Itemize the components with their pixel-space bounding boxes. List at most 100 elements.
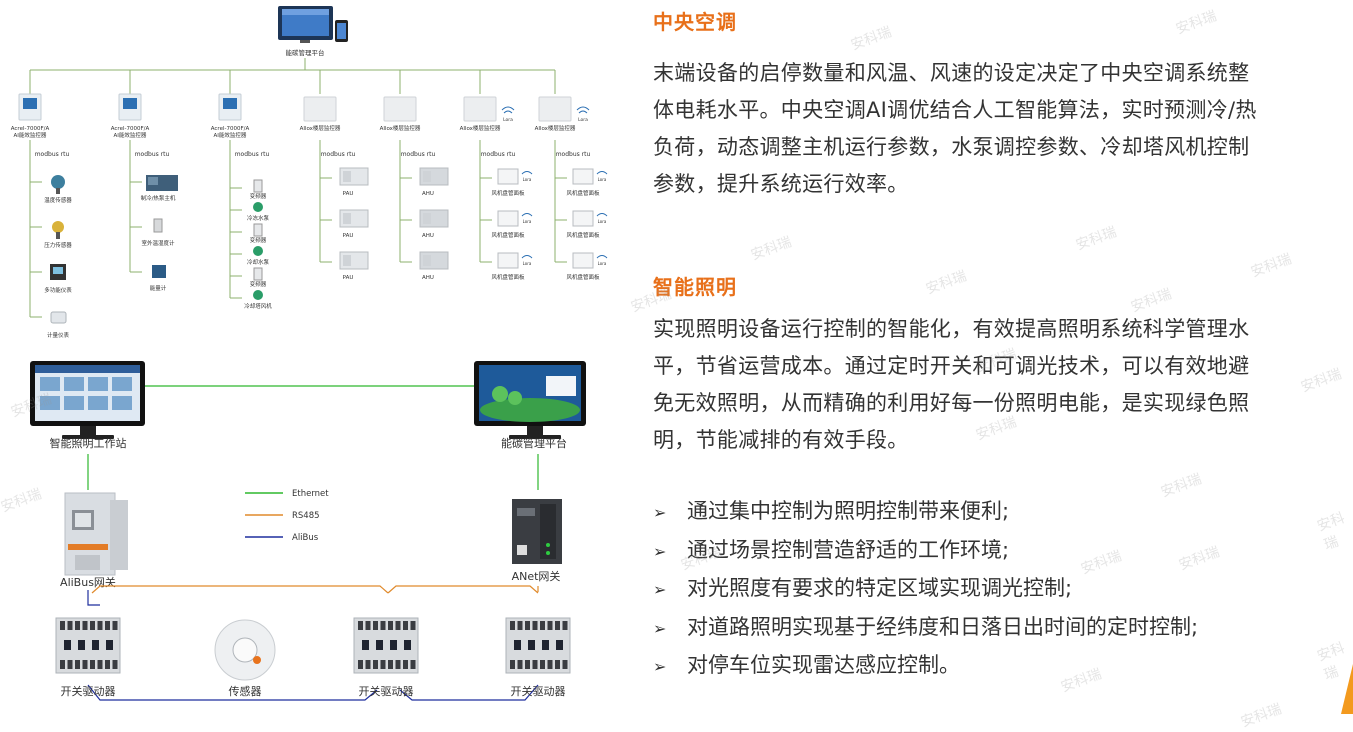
device-label: 变频器	[250, 280, 267, 288]
fan-coil-panel-icon: Lora	[572, 252, 608, 269]
ahu-icon	[419, 251, 449, 270]
floor-controller-icon	[383, 96, 417, 122]
list-item: ➢对光照度有要求的特定区域实现调光控制;	[653, 569, 1198, 608]
watermark-text: 安科瑞	[1238, 701, 1284, 731]
sensor-icon	[214, 619, 276, 681]
lora-label: Lora	[523, 261, 532, 266]
list-item: ➢对道路照明实现基于经纬度和日落日出时间的定时控制;	[653, 608, 1198, 647]
device-label: 风机盘管面板	[491, 231, 525, 239]
device-label: 传感器	[229, 685, 262, 698]
device-label: AHU	[422, 275, 434, 281]
controller-icon	[118, 93, 142, 121]
platform-monitor-icon	[474, 361, 586, 439]
legend-ethernet: Ethernet	[292, 489, 329, 499]
workstation-label: 智能照明工作站	[50, 436, 127, 450]
bus-label: modbus rtu	[235, 151, 270, 158]
workstation-monitor-icon	[30, 361, 145, 439]
equipment-icon	[153, 218, 163, 233]
device-label: 开关驱动器	[511, 684, 566, 698]
floor-controller-icon	[463, 96, 497, 122]
legend-rs485: RS485	[292, 511, 320, 521]
device-label: 风机盘管面板	[566, 189, 600, 197]
fan-coil-panel-icon: Lora	[497, 252, 533, 269]
device-label: 室外温湿度计	[141, 239, 175, 247]
device-label: 风机盘管面板	[491, 189, 525, 197]
list-item: ➢通过集中控制为照明控制带来便利;	[653, 492, 1198, 531]
watermark-text: 安科瑞	[1315, 510, 1347, 554]
lighting-line: 免无效照明，从而精确的利用好每一份照明电能，是实现绿色照	[653, 391, 1250, 415]
sensor-icon	[52, 221, 64, 239]
device-label: PAU	[343, 275, 354, 281]
fan-coil-panel-icon: Lora	[497, 210, 533, 227]
controller-label: AIlox楼层监控器	[300, 124, 341, 132]
controller-label: Acrel-7000F/A	[111, 126, 150, 132]
watermark-text: 安科瑞	[1248, 251, 1294, 281]
list-item: ➢通过场景控制营造舒适的工作环境;	[653, 531, 1198, 570]
hvac-title: 中央空调	[653, 10, 737, 34]
hvac-line: 参数，提升系统运行效率。	[653, 172, 909, 196]
controller-label: Acrel-7000F/A	[11, 126, 50, 132]
arrow-bullet-icon: ➢	[653, 580, 667, 599]
device-label: 制冷/热泵主机	[141, 194, 176, 202]
controller-icon	[218, 93, 242, 121]
pump-icon	[253, 290, 263, 300]
watermark-text: 安科瑞	[1073, 224, 1119, 254]
pau-icon	[339, 209, 369, 228]
bus-label: modbus rtu	[481, 151, 516, 158]
bus-label: modbus rtu	[321, 151, 356, 158]
device-label: 压力传感器	[44, 241, 72, 249]
equipment-icon	[152, 265, 166, 278]
anet-gateway-icon	[512, 499, 562, 564]
lora-label: Lora	[523, 177, 532, 182]
bus-label: modbus rtu	[35, 151, 70, 158]
sensor-icon	[50, 264, 66, 280]
controller-sublabel: AI能效监控器	[114, 131, 147, 139]
fan-coil-panel-icon: Lora	[572, 168, 608, 185]
alibus-gateway-label: AliBus网关	[60, 575, 116, 589]
device-label: 冷却水泵	[247, 258, 270, 266]
lora-label: Lora	[598, 177, 607, 182]
device-label: 能量计	[150, 284, 167, 292]
fan-coil-panel-icon: Lora	[497, 168, 533, 185]
device-label: 多功能仪表	[44, 286, 72, 294]
wifi-icon	[576, 106, 590, 114]
controller-sublabel: AI能效监控器	[214, 131, 247, 139]
controller-label: AIlox楼层监控器	[460, 124, 501, 132]
device-label: 开关驱动器	[359, 684, 414, 698]
lighting-feature-list: ➢通过集中控制为照明控制带来便利; ➢通过场景控制营造舒适的工作环境; ➢对光照…	[653, 492, 1198, 685]
device-label: 冷却塔风机	[244, 302, 272, 310]
controller-sublabel: AI能效监控器	[14, 131, 47, 139]
equipment-icon	[146, 175, 178, 191]
watermark-text: 安科瑞	[923, 268, 969, 298]
floor-controller-icon	[303, 96, 337, 122]
pump-icon	[253, 246, 263, 256]
wifi-icon	[501, 106, 515, 114]
inverter-icon	[253, 267, 263, 281]
lora-label: Lora	[503, 117, 513, 123]
pau-icon	[339, 167, 369, 186]
lighting-line: 平，节省运营成本。通过定时开关和可调光技术，可以有效地避	[653, 354, 1250, 378]
sensor-icon	[50, 311, 67, 324]
hvac-line: 末端设备的启停数量和风温、风速的设定决定了中央空调系统整	[653, 61, 1250, 85]
device-label: 开关驱动器	[61, 684, 116, 698]
device-label: AHU	[422, 191, 434, 197]
hvac-description: 末端设备的启停数量和风温、风速的设定决定了中央空调系统整 体电耗水平。中央空调A…	[653, 55, 1343, 203]
device-label: 冷冻水泵	[247, 214, 270, 222]
arrow-bullet-icon: ➢	[653, 618, 667, 638]
watermark-text: 安科瑞	[748, 234, 794, 264]
lora-label: Lora	[598, 219, 607, 224]
device-label: 变频器	[250, 192, 267, 200]
watermark-text: 安科瑞	[848, 24, 894, 54]
device-label: PAU	[343, 233, 354, 239]
bus-label: modbus rtu	[135, 151, 170, 158]
sensor-icon	[51, 175, 65, 194]
floor-controller-icon	[538, 96, 572, 122]
arrow-bullet-icon: ➢	[653, 657, 667, 676]
lighting-line: 明，节能减排的有效手段。	[653, 428, 909, 452]
controller-label: AIlox楼层监控器	[535, 124, 576, 132]
platform-device-icon	[278, 6, 348, 43]
device-label: 变频器	[250, 236, 267, 244]
arrow-bullet-icon: ➢	[653, 541, 667, 561]
legend: Ethernet RS485 AliBus	[245, 489, 329, 543]
